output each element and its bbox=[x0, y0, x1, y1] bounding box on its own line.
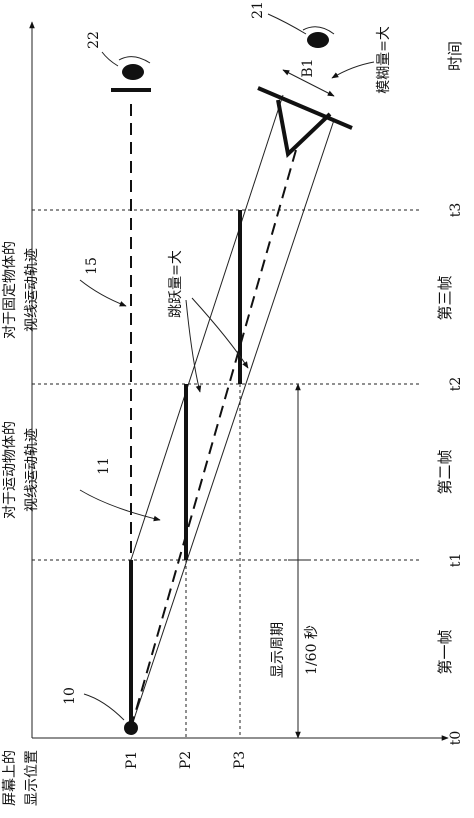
frame-label-2: 第二帧 bbox=[436, 449, 454, 494]
ref-15: 15 bbox=[84, 257, 100, 275]
moving-trajectory-line2: 视线运动轨迹 bbox=[24, 428, 40, 512]
band-right-edge bbox=[130, 119, 335, 729]
ref-10: 10 bbox=[62, 687, 78, 705]
ref-22: 22 bbox=[86, 31, 102, 49]
time-label-t3: t3 bbox=[448, 203, 464, 218]
moving-eye-trajectory bbox=[130, 149, 297, 729]
display-period-label: 显示周期 bbox=[270, 622, 286, 678]
band-left-edge bbox=[130, 94, 284, 561]
time-label-t1: t1 bbox=[448, 553, 464, 568]
frame-label-3: 第三帧 bbox=[436, 275, 454, 320]
frame-label-1: 第一帧 bbox=[436, 629, 454, 674]
b1-label: B1 bbox=[300, 58, 316, 77]
time-label-t2: t2 bbox=[448, 377, 464, 392]
blur-wedge bbox=[276, 99, 332, 158]
ref-21: 21 bbox=[250, 1, 266, 19]
blur-amount-label: 模糊量=大 bbox=[376, 26, 392, 94]
fixed-trajectory-line1: 对于固定物体的 bbox=[2, 241, 18, 339]
y-axis-label-line2: 显示位置 bbox=[24, 750, 40, 806]
eye-22-icon bbox=[122, 64, 144, 80]
y-axis-label-line1: 屏幕上的 bbox=[2, 750, 18, 806]
ref-11: 11 bbox=[96, 457, 112, 475]
position-label-p1: P1 bbox=[124, 751, 140, 769]
b1-dimension bbox=[282, 69, 335, 97]
fixed-trajectory-line2: 视线运动轨迹 bbox=[24, 248, 40, 332]
start-point-dot bbox=[124, 721, 138, 735]
display-period-value: 1/60 秒 bbox=[304, 625, 320, 675]
moving-trajectory-line1: 对于运动物体的 bbox=[2, 421, 18, 519]
eye-21-icon bbox=[307, 32, 329, 48]
moving-eye-screen-bar bbox=[257, 86, 353, 130]
position-label-p2: P2 bbox=[178, 751, 194, 769]
x-axis-label: 时间 bbox=[446, 41, 464, 71]
position-label-p3: P3 bbox=[232, 751, 248, 769]
time-label-t0: t0 bbox=[448, 731, 464, 746]
jump-amount-label: 跳跃量=大 bbox=[168, 250, 184, 318]
